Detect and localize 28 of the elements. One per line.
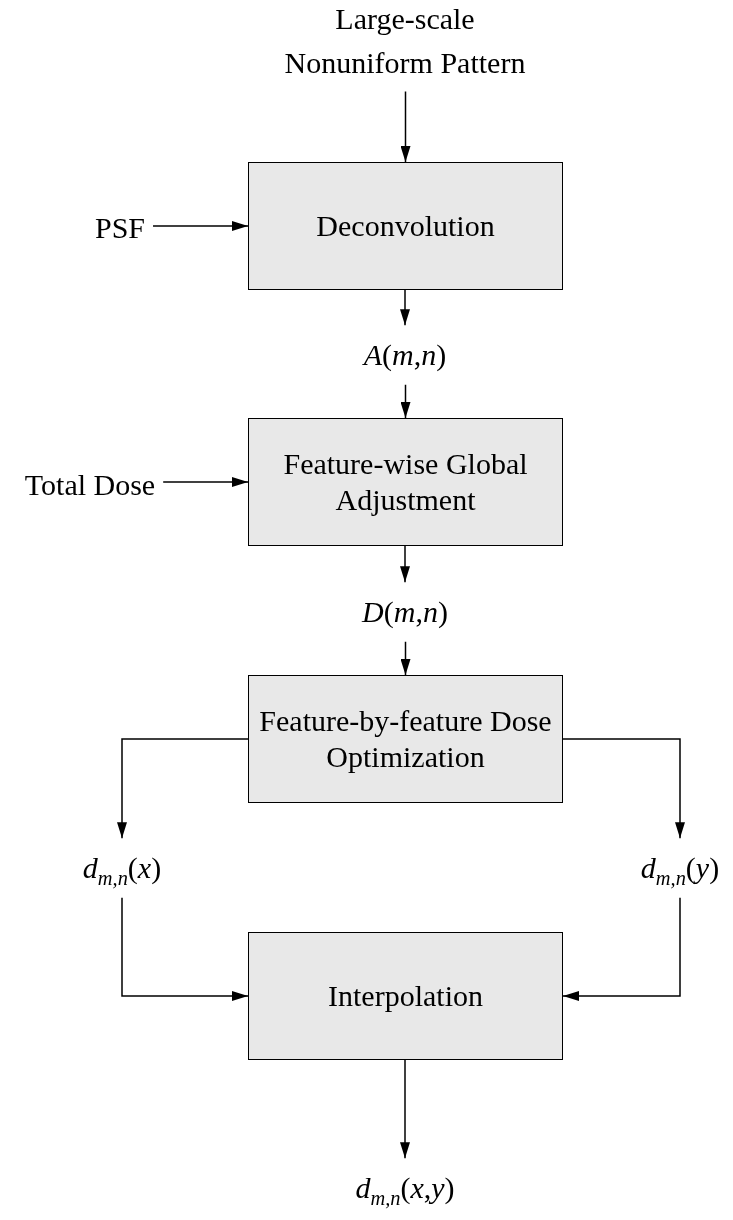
signal-label: A(m,n) — [363, 333, 447, 377]
signal-label: D(m,n) — [362, 590, 448, 634]
process-box — [248, 162, 563, 290]
signal-label: Total Dose — [24, 463, 156, 507]
arrow — [400, 545, 410, 583]
arrow — [562, 738, 685, 839]
arrow — [400, 641, 411, 676]
signal-label: d$_{m,n}$(y) — [640, 846, 720, 890]
box-label: Feature-by-feature Dose Optimization — [258, 703, 553, 775]
arrow — [400, 384, 411, 419]
arrow — [162, 477, 249, 487]
arrow — [152, 221, 249, 231]
process-box — [248, 418, 563, 546]
box-label: Feature-wise Global Adjustment — [282, 446, 529, 518]
process-box — [248, 932, 563, 1060]
signal-label: Large-scale Nonuniform Pattern — [265, 0, 545, 84]
process-box — [248, 675, 563, 803]
box-label: Interpolation — [327, 978, 484, 1014]
signal-label: d$_{m,n}$(x,y) — [355, 1166, 455, 1210]
box-label: Deconvolution — [315, 208, 496, 244]
arrow — [400, 90, 411, 163]
arrow — [400, 1059, 410, 1159]
arrow — [121, 897, 249, 1001]
arrow — [400, 289, 410, 326]
arrow — [117, 738, 249, 839]
signal-label: d$_{m,n}$(x) — [82, 846, 162, 890]
arrow — [562, 897, 681, 1001]
signal-label: PSF — [94, 206, 146, 250]
